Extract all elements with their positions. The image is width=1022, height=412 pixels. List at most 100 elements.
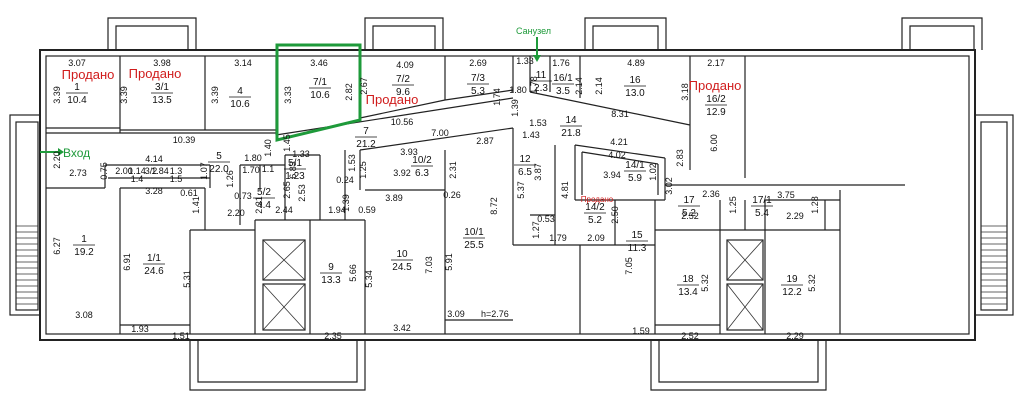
room-number: 3/1 xyxy=(155,82,169,93)
room-area: 12.2 xyxy=(782,287,802,298)
room-r_17_1[interactable]: 17/15.4 xyxy=(751,195,773,219)
dimension-label: 4.21 xyxy=(610,137,628,147)
room-r_14_2[interactable]: 14/2 5.2 xyxy=(584,202,606,226)
room-r_4[interactable]: 410.6 xyxy=(229,86,251,110)
room-r_12[interactable]: 126.5 xyxy=(514,154,536,178)
room-r_16_2[interactable]: 16/212.9 xyxy=(705,94,727,118)
room-labels: 110.43/113.5410.67/110.67/29.67/35.3112.… xyxy=(66,70,803,298)
dimension-label: 2.35 xyxy=(324,331,342,341)
dimension-label: 1.80 xyxy=(509,85,527,95)
dimension-label: 0.26 xyxy=(443,190,461,200)
dimension-label: 6.83 xyxy=(288,161,298,179)
dimension-label: 10.56 xyxy=(391,117,414,127)
room-r_18[interactable]: 18 13.4 xyxy=(677,274,699,298)
dimension-label: 1.53 xyxy=(529,118,547,128)
room-area: 2.3 xyxy=(534,83,548,94)
dimension-label: 2.29 xyxy=(786,331,804,341)
room-number: 10/1 xyxy=(464,227,484,238)
dimension-label: 1.27 xyxy=(531,221,541,239)
room-r_5[interactable]: 522.0 xyxy=(208,151,230,175)
room-area: 13.4 xyxy=(678,287,698,298)
room-number: 10/2 xyxy=(412,155,432,166)
dimension-label: 2.67 xyxy=(359,77,369,95)
dimension-label: 1.94 xyxy=(328,205,346,215)
entrance-label: Вход xyxy=(63,146,90,160)
entrance-arrow-icon xyxy=(40,148,64,156)
room-r_7_2[interactable]: 7/29.6 xyxy=(392,74,414,98)
room-number: 5/1 xyxy=(288,158,302,169)
room-number: 1 xyxy=(81,234,87,245)
dimension-label: 1.84 xyxy=(151,166,169,176)
restroom-label: Санузел xyxy=(516,26,551,36)
room-r_11[interactable]: 112.3 xyxy=(530,70,552,94)
room-number: 18 xyxy=(682,274,694,285)
room-number: 10 xyxy=(396,249,408,260)
room-r_10_1[interactable]: 10/125.5 xyxy=(463,227,485,251)
dimension-label: 1.5 xyxy=(170,174,183,184)
room-r_7[interactable]: 721.2 xyxy=(355,126,377,150)
dimension-label: 1.59 xyxy=(632,326,650,336)
dimension-label: 2.82 xyxy=(344,83,354,101)
dimension-label: 2.20 xyxy=(52,151,62,169)
dimension-label: 3.18 xyxy=(680,83,690,101)
room-r_16_1[interactable]: 16/13.5 xyxy=(552,73,574,97)
room-number: 15 xyxy=(631,230,643,241)
sold-label: Продано xyxy=(689,78,742,93)
room-area: 10.6 xyxy=(230,99,250,110)
room-r_17[interactable]: 175.2 xyxy=(678,195,700,219)
room-area: 6.5 xyxy=(518,167,532,178)
dimension-label: 2.50 xyxy=(610,206,620,224)
dimension-label: 2.14 xyxy=(574,77,584,95)
highlighted-room-7-1[interactable] xyxy=(275,43,362,142)
dimension-label: 1.4 xyxy=(131,174,144,184)
room-r_7_1[interactable]: 7/110.6 xyxy=(309,77,331,101)
room-number: 14/2 xyxy=(585,202,605,213)
dimension-label: 2.65 xyxy=(282,181,292,199)
room-number: 7/3 xyxy=(471,73,485,84)
dimension-label: 2.20 xyxy=(227,208,245,218)
room-area: 5.9 xyxy=(628,173,642,184)
room-area: 5.2 xyxy=(588,215,602,226)
dimension-label: 3.33 xyxy=(283,86,293,104)
dimension-label: 2.53 xyxy=(297,184,307,202)
room-r_1_1[interactable]: 1/124.6 xyxy=(143,253,165,277)
room-r_3_1[interactable]: 3/113.5 xyxy=(151,82,173,106)
outer-walls xyxy=(39,49,976,341)
dimension-label: 1.79 xyxy=(549,233,567,243)
dimension-label: 2.31 xyxy=(448,161,458,179)
room-area: 24.5 xyxy=(392,262,412,273)
dimension-label: 0.61 xyxy=(180,188,198,198)
dimension-label: 5.37 xyxy=(516,181,526,199)
room-r_1[interactable]: 119.2 xyxy=(73,234,95,258)
dimension-label: 1.25 xyxy=(728,196,738,214)
room-r_top_1[interactable]: 110.4 xyxy=(66,82,88,106)
dimension-label: 4.89 xyxy=(627,58,645,68)
room-number: 16 xyxy=(629,75,641,86)
room-area: 21.8 xyxy=(561,128,581,139)
room-r_10_2[interactable]: 10/26.3 xyxy=(411,155,433,179)
dimension-label: 4.09 xyxy=(396,60,414,70)
dimension-label: 2.44 xyxy=(275,205,293,215)
dimension-label: 1.51 xyxy=(172,331,190,341)
dimension-label: 1.80 xyxy=(244,153,262,163)
room-r_10[interactable]: 10 24.5 xyxy=(391,249,413,273)
room-number: 11 xyxy=(536,70,547,81)
room-r_14_1[interactable]: 14/15.9 xyxy=(624,160,646,184)
bottom-balconies xyxy=(189,340,827,391)
room-r_9[interactable]: 913.3 xyxy=(320,262,342,286)
dimension-label: 7.03 xyxy=(424,256,434,274)
room-r_5_2[interactable]: 5/24.4 xyxy=(253,187,275,211)
dimension-label: 4.02 xyxy=(608,150,626,160)
dimension-label: 1.28 xyxy=(810,196,820,214)
room-r_5_1[interactable]: 5/11.23 xyxy=(284,158,306,182)
dimension-label: 1.07 xyxy=(199,162,209,180)
dimension-label: 5.32 xyxy=(807,274,817,292)
room-area: 9.6 xyxy=(396,87,410,98)
room-number: 12 xyxy=(519,154,531,165)
room-r_7_3[interactable]: 7/35.3 xyxy=(467,73,489,97)
